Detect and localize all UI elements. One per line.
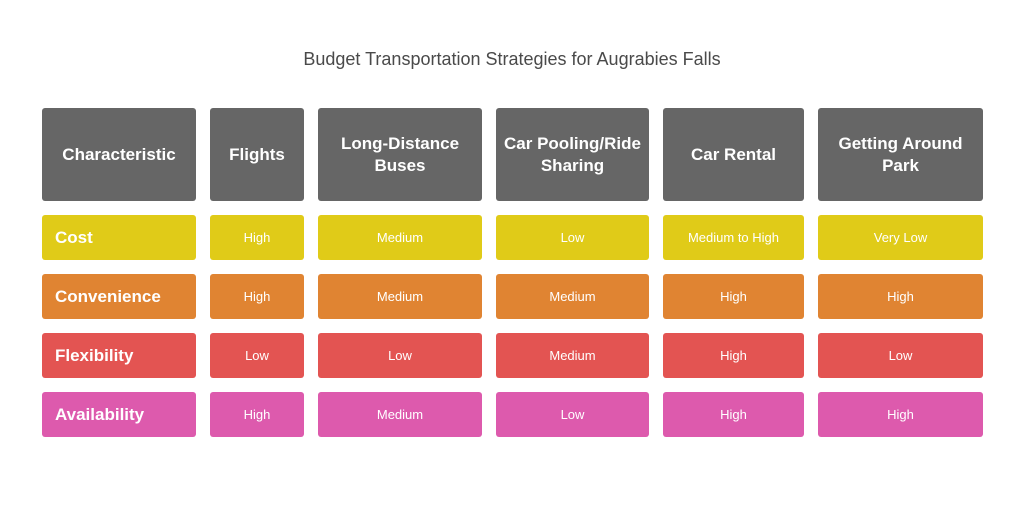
row-label-flexibility: Flexibility bbox=[42, 333, 196, 378]
convenience-flights: High bbox=[210, 274, 304, 319]
comparison-table: Characteristic Flights Long-Distance Bus… bbox=[42, 108, 983, 437]
flexibility-car-rental: High bbox=[663, 333, 804, 378]
cost-buses: Medium bbox=[318, 215, 482, 260]
availability-buses: Medium bbox=[318, 392, 482, 437]
page-title: Budget Transportation Strategies for Aug… bbox=[303, 49, 721, 69]
availability-flights: High bbox=[210, 392, 304, 437]
convenience-car-pooling: Medium bbox=[496, 274, 649, 319]
flexibility-buses: Low bbox=[318, 333, 482, 378]
availability-car-pooling: Low bbox=[496, 392, 649, 437]
header-getting-around-park: Getting Around Park bbox=[818, 108, 983, 201]
header-long-distance-buses: Long-Distance Buses bbox=[318, 108, 482, 201]
availability-park: High bbox=[818, 392, 983, 437]
row-label-convenience: Convenience bbox=[42, 274, 196, 319]
row-label-availability: Availability bbox=[42, 392, 196, 437]
header-characteristic: Characteristic bbox=[42, 108, 196, 201]
cost-car-rental: Medium to High bbox=[663, 215, 804, 260]
flexibility-car-pooling: Medium bbox=[496, 333, 649, 378]
cost-park: Very Low bbox=[818, 215, 983, 260]
header-car-pooling: Car Pooling/Ride Sharing bbox=[496, 108, 649, 201]
convenience-car-rental: High bbox=[663, 274, 804, 319]
row-label-cost: Cost bbox=[42, 215, 196, 260]
cost-car-pooling: Low bbox=[496, 215, 649, 260]
availability-car-rental: High bbox=[663, 392, 804, 437]
flexibility-flights: Low bbox=[210, 333, 304, 378]
flexibility-park: Low bbox=[818, 333, 983, 378]
convenience-buses: Medium bbox=[318, 274, 482, 319]
header-flights: Flights bbox=[210, 108, 304, 201]
cost-flights: High bbox=[210, 215, 304, 260]
convenience-park: High bbox=[818, 274, 983, 319]
header-car-rental: Car Rental bbox=[663, 108, 804, 201]
